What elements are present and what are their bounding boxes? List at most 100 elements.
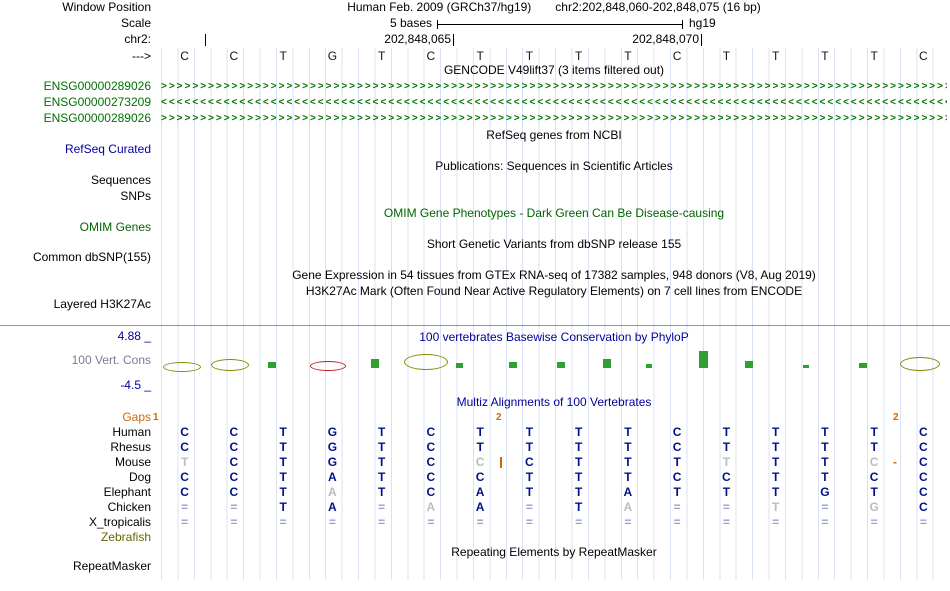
alignment-base: T [279, 440, 287, 454]
alignment-base: T [377, 470, 386, 484]
gene-body-ensg00000289026-a[interactable]: >>>>>>>>>>>>>>>>>>>>>>>>>>>>>>>>>>>>>>>>… [161, 81, 947, 92]
sequence-base: T [377, 49, 386, 63]
alignment-base: G [327, 440, 338, 454]
species-label-zebrafish[interactable]: Zebrafish [100, 530, 151, 544]
alignment-base: T [574, 470, 583, 484]
alignment-base: T [525, 485, 534, 499]
alignment-base: C [919, 485, 928, 499]
species-label-human[interactable]: Human [112, 425, 151, 439]
alignment-base: T [525, 425, 534, 439]
scale-bar-left-cap [437, 20, 438, 29]
alignment-base: C [475, 455, 485, 469]
alignment-base: T [574, 440, 583, 454]
alignment-base: T [722, 455, 731, 469]
gene-label-ensg00000273209[interactable]: ENSG00000273209 [43, 95, 151, 109]
conservation-bar [859, 363, 867, 368]
conservation-track-title[interactable]: 100 vertebrates Basewise Conservation by… [419, 330, 689, 344]
coordinate-right: 202,848,070 [632, 32, 699, 46]
scale-assembly-label: hg19 [689, 16, 716, 30]
alignment-base: T [624, 440, 632, 454]
h3k27ac-track-title[interactable]: H3K27Ac Mark (Often Found Near Active Re… [305, 284, 803, 298]
alignment-base: C [426, 425, 436, 439]
alignment-base: C [919, 440, 928, 454]
alignment-base: T [722, 485, 731, 499]
sequence-base: C [672, 49, 682, 63]
omim-genes-label[interactable]: OMIM Genes [79, 220, 151, 234]
alignment-base: T [771, 455, 780, 469]
conservation-bar [699, 351, 708, 368]
gene-label-ensg00000289026-a[interactable]: ENSG00000289026 [43, 79, 151, 93]
conservation-track-label[interactable]: 100 Vert. Cons [71, 353, 151, 367]
alignment-base: = [230, 500, 238, 514]
alignment-base: = [673, 500, 681, 514]
alignment-base: T [279, 470, 287, 484]
alignment-base: T [377, 455, 386, 469]
sequences-label[interactable]: Sequences [90, 173, 151, 187]
strand-direction-label: ---> [132, 49, 151, 63]
alignment-base: T [624, 455, 632, 469]
alignment-base: T [673, 455, 681, 469]
alignment-base: T [821, 425, 829, 439]
refseq-track-title[interactable]: RefSeq genes from NCBI [486, 128, 622, 142]
conservation-ellipse [900, 357, 940, 371]
alignment-base: T [771, 470, 780, 484]
alignment-base: A [475, 500, 485, 514]
gene-body-ensg00000289026-b[interactable]: >>>>>>>>>>>>>>>>>>>>>>>>>>>>>>>>>>>>>>>>… [161, 113, 947, 124]
layered-h3k27ac-label[interactable]: Layered H3K27Ac [53, 297, 151, 311]
alignment-base: = [772, 515, 780, 529]
alignment-base: T [821, 440, 829, 454]
conservation-bar [803, 365, 809, 368]
sequence-base: T [476, 49, 484, 63]
species-label-dog[interactable]: Dog [128, 470, 151, 484]
repeatmasker-track-title[interactable]: Repeating Elements by RepeatMasker [451, 545, 657, 559]
gene-body-ensg00000273209[interactable]: <<<<<<<<<<<<<<<<<<<<<<<<<<<<<<<<<<<<<<<<… [161, 97, 947, 108]
species-label-chicken[interactable]: Chicken [107, 500, 151, 514]
omim-track-title[interactable]: OMIM Gene Phenotypes - Dark Green Can Be… [383, 206, 725, 220]
multiz-track-title[interactable]: Multiz Alignments of 100 Vertebrates [456, 395, 652, 409]
species-label-x_tropicalis[interactable]: X_tropicalis [88, 515, 151, 529]
alignment-base: T [525, 440, 534, 454]
assembly-title: Human Feb. 2009 (GRCh37/hg19) [347, 0, 532, 14]
gtex-track-title[interactable]: Gene Expression in 54 tissues from GTEx … [292, 268, 816, 282]
alignment-base: T [574, 500, 583, 514]
alignment-base: = [476, 515, 484, 529]
alignment-base: C [525, 455, 534, 469]
snps-label[interactable]: SNPs [120, 189, 151, 203]
dbsnp-track-title[interactable]: Short Genetic Variants from dbSNP releas… [426, 237, 682, 251]
alignment-base: C [475, 470, 485, 484]
alignment-base: T [771, 440, 780, 454]
alignment-base: A [328, 470, 337, 484]
alignment-base: = [181, 515, 189, 529]
refseq-curated-label[interactable]: RefSeq Curated [64, 142, 151, 156]
alignment-base: = [821, 515, 829, 529]
alignment-base: T [476, 425, 484, 439]
alignment-base: T [377, 425, 386, 439]
publications-track-title[interactable]: Publications: Sequences in Scientific Ar… [435, 159, 673, 173]
alignment-base: = [821, 500, 829, 514]
alignment-base: = [279, 515, 287, 529]
gene-label-ensg00000289026-b[interactable]: ENSG00000289026 [43, 111, 151, 125]
alignment-base: = [870, 515, 878, 529]
species-label-rhesus[interactable]: Rhesus [110, 440, 151, 454]
species-label-elephant[interactable]: Elephant [103, 485, 151, 499]
conservation-bar [646, 364, 652, 368]
common-dbsnp-label[interactable]: Common dbSNP(155) [32, 250, 151, 264]
coordinate-tick [701, 34, 702, 46]
alignment-base: G [327, 425, 338, 439]
alignment-base: C [426, 470, 436, 484]
repeatmasker-label[interactable]: RepeatMasker [72, 559, 151, 573]
conservation-bar [603, 359, 611, 368]
coordinate-tick [205, 34, 206, 46]
conservation-ellipse [404, 354, 448, 370]
alignment-base: = [181, 500, 189, 514]
alignment-base: = [525, 515, 533, 529]
alignment-base: T [279, 485, 287, 499]
gencode-track-title[interactable]: GENCODE V49lift37 (3 items filtered out) [443, 63, 665, 77]
conservation-ellipse [310, 361, 346, 371]
alignment-base: C [229, 485, 239, 499]
base-position-gridlines [161, 48, 948, 580]
species-label-mouse[interactable]: Mouse [114, 455, 151, 469]
alignment-base: T [525, 470, 534, 484]
alignment-base: = [624, 515, 632, 529]
